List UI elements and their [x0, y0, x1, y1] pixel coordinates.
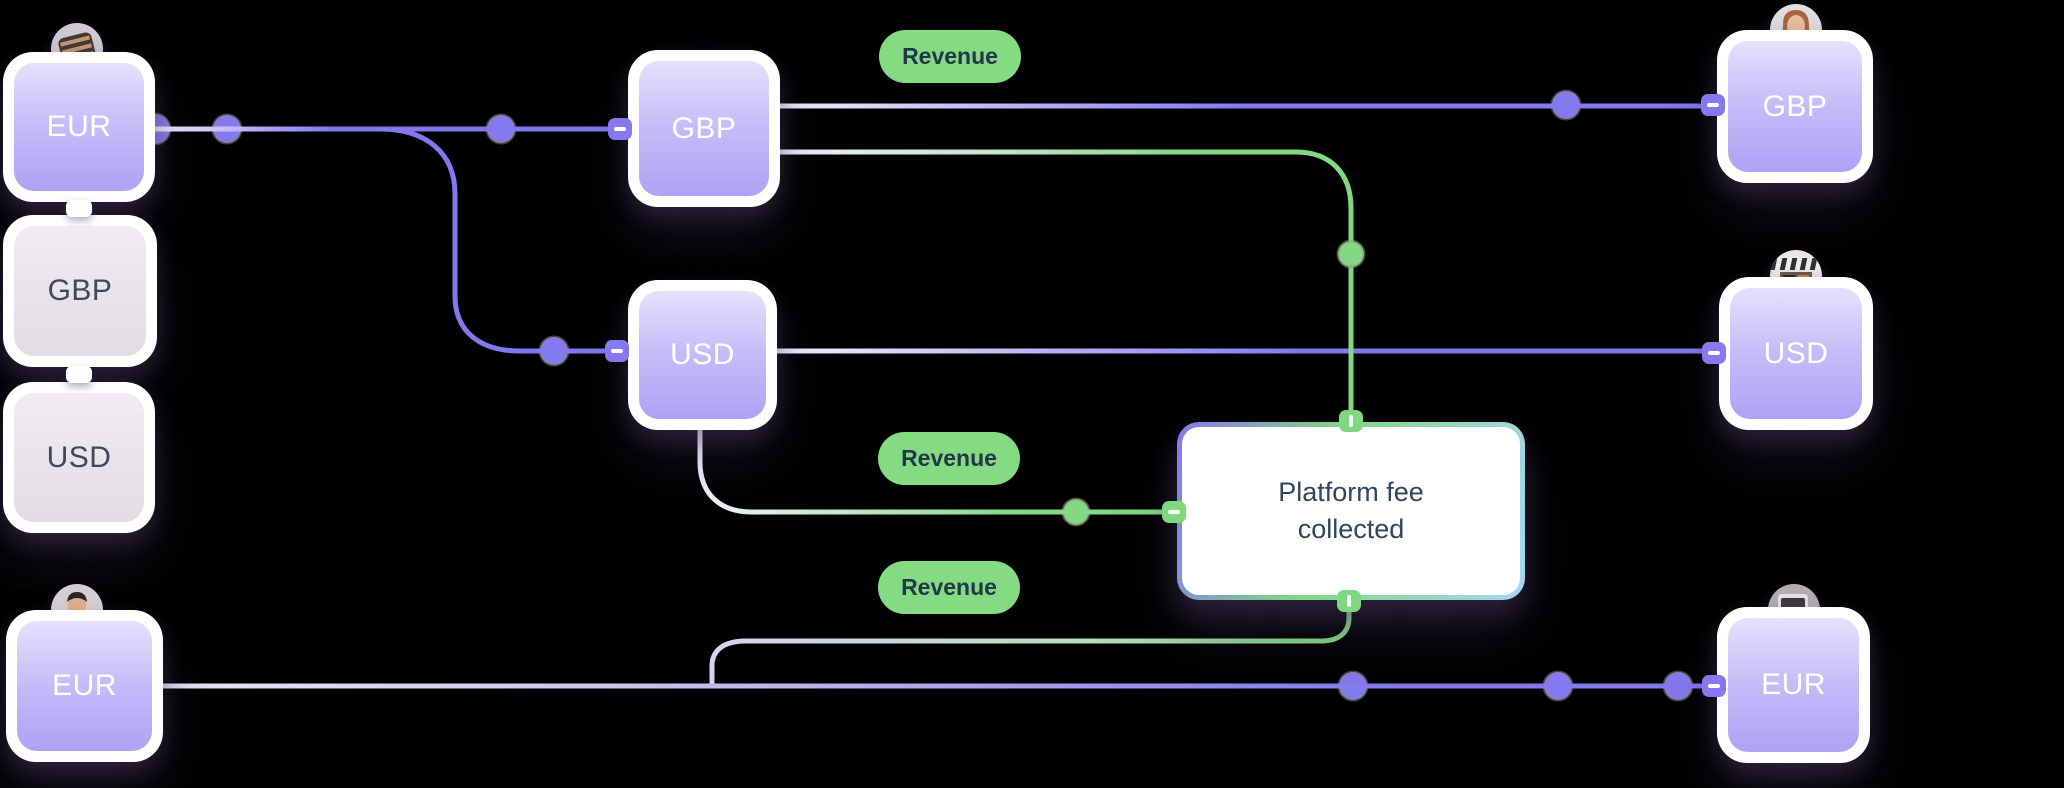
platform-fee-line2: collected: [1297, 514, 1405, 544]
node-body: USD: [14, 393, 144, 522]
node-body: EUR: [14, 63, 144, 191]
node-merchant-usd[interactable]: USD: [1719, 277, 1873, 430]
node-body: USD: [1730, 288, 1862, 419]
node-label: EUR: [1761, 668, 1826, 701]
wire-hub-usd-to-fee-left: [697, 430, 1162, 515]
node-body: EUR: [1728, 618, 1859, 752]
node-hub-gbp[interactable]: GBP: [628, 50, 780, 207]
node-label: GBP: [47, 274, 113, 307]
node-business-gbp[interactable]: GBP: [3, 215, 157, 367]
node-business-eur[interactable]: EUR: [3, 52, 155, 202]
node-carrier-eur[interactable]: EUR: [1717, 607, 1870, 763]
node-label: GBP: [671, 111, 737, 145]
wire-fee-bottom-to-eur-line: [709, 612, 1352, 684]
revenue-badge: Revenue: [878, 561, 1020, 614]
revenue-badge: Revenue: [878, 432, 1020, 485]
revenue-badge: Revenue: [879, 30, 1021, 83]
node-hub-usd[interactable]: USD: [628, 280, 777, 430]
node-label: GBP: [1762, 89, 1828, 123]
wire-hub-gbp-to-fee-top: [772, 149, 1354, 410]
platform-fee-line1: Platform fee: [1278, 477, 1424, 508]
node-label: EUR: [46, 110, 112, 143]
wire-eur-branch-to-hub-usd: [379, 126, 605, 354]
node-label: USD: [46, 440, 112, 474]
node-business-usd[interactable]: USD: [3, 382, 155, 533]
node-label: USD: [670, 338, 735, 371]
node-customer-gbp[interactable]: GBP: [1717, 30, 1873, 183]
node-body: USD: [639, 291, 766, 419]
node-body: GBP: [639, 61, 769, 196]
node-sender-eur[interactable]: EUR: [6, 610, 163, 762]
node-body: EUR: [17, 621, 152, 751]
node-label: USD: [1763, 336, 1829, 370]
platform-fee-card-body: Platform fee collected: [1182, 427, 1520, 595]
flow-dot-green: [1336, 239, 1366, 269]
node-label: EUR: [52, 669, 117, 702]
platform-fee-card[interactable]: Platform fee collected: [1177, 422, 1525, 600]
node-body: GBP: [14, 226, 146, 356]
node-body: GBP: [1728, 41, 1862, 172]
wires: [155, 103, 1703, 689]
node-connector-tab: [66, 366, 92, 383]
node-connector-tab: [66, 200, 92, 217]
